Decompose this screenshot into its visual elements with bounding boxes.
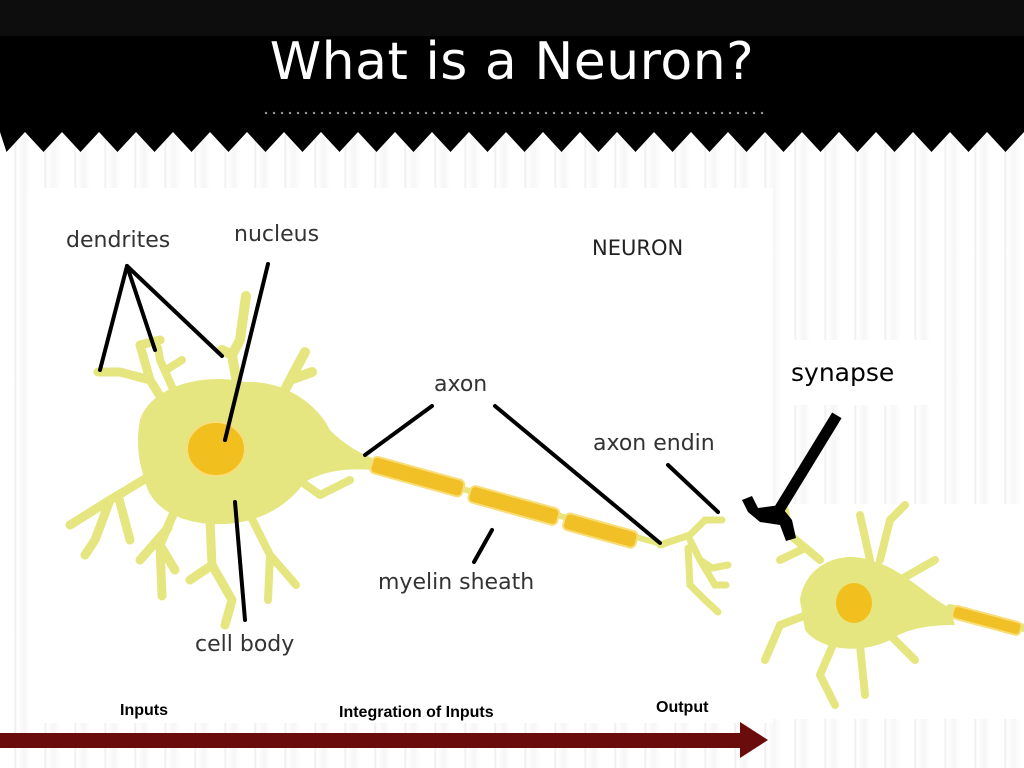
axon-terminal-shape [656,516,732,616]
label-pointer-lines [98,262,720,622]
axon-label: axon [434,372,488,397]
title-divider [262,110,768,116]
banner-background [0,0,1024,152]
nucleus-label: nucleus [234,222,320,247]
second-neuron-shape [761,501,1024,709]
myelin-sheath-label: myelin sheath [378,570,535,595]
dendrites-label: dendrites [66,228,171,253]
neuron-heading: NEURON [592,236,684,260]
cell-body-shape [137,379,372,525]
slide-title: What is a Neuron? [269,32,755,92]
output-label: Output [656,699,709,716]
synapse-label: synapse [791,358,895,387]
cell-body-label: cell body [195,632,295,657]
synapse-label-box [780,340,930,405]
integration-label: Integration of Inputs [339,704,494,721]
flow-arrow [0,722,768,758]
synapse-pointer [742,412,842,541]
second-nucleus-shape [836,583,872,623]
second-myelin-segment [951,605,1023,636]
myelin-segments [369,455,639,549]
title-banner: What is a Neuron? [0,0,1024,160]
dendrites-shape [65,291,354,630]
inputs-label: Inputs [120,702,168,719]
nucleus-shape [186,421,246,477]
axon-ending-label: axon endin [593,431,715,456]
